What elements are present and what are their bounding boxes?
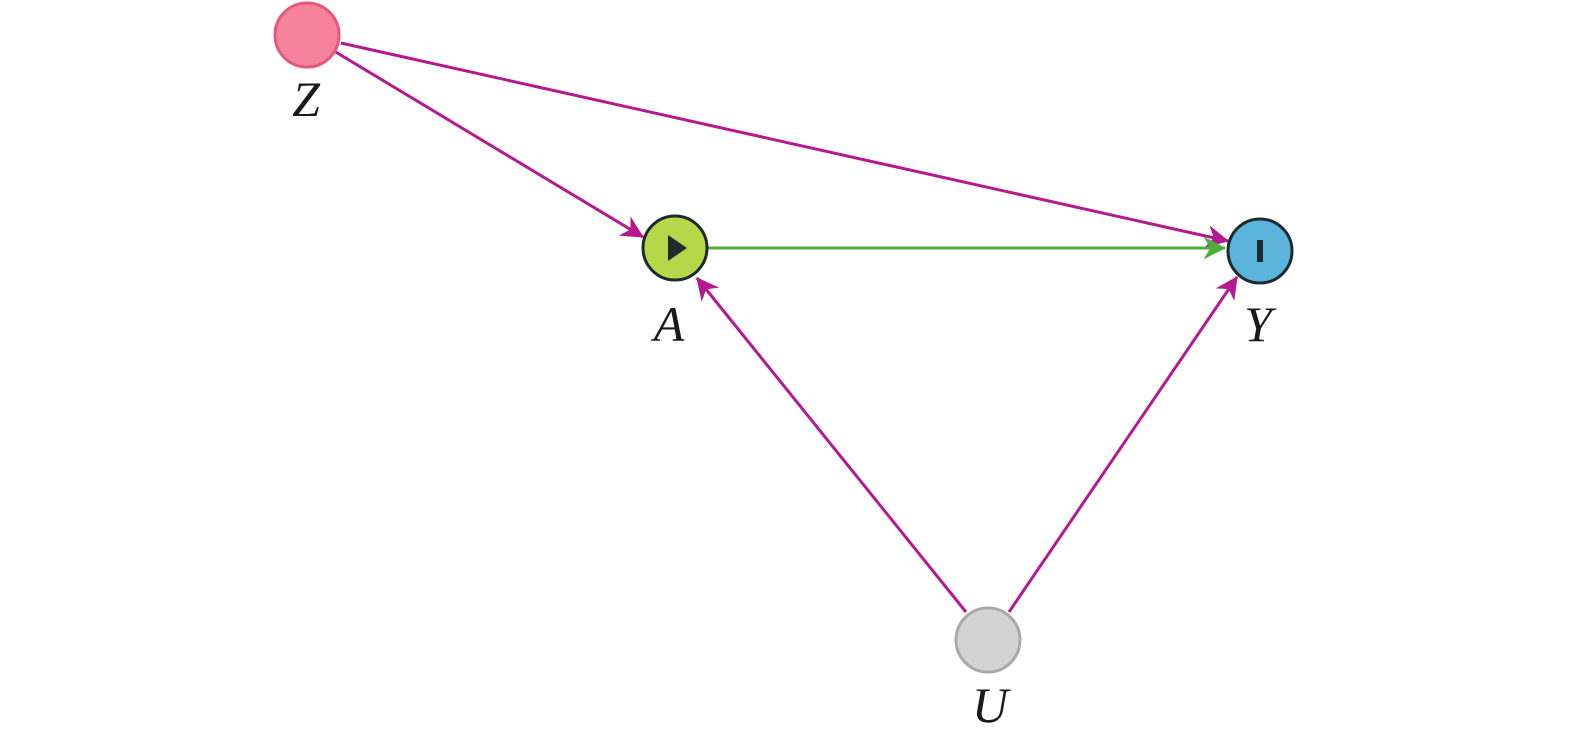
nodes-layer: Z A Y U <box>273 1 1294 733</box>
node-z-label: Z <box>292 71 321 127</box>
node-u-label: U <box>972 677 1011 733</box>
edge-u-to-y <box>1007 276 1239 613</box>
edge-u-to-a <box>695 277 968 613</box>
node-z[interactable]: Z <box>273 1 341 127</box>
edges-layer <box>333 41 1239 613</box>
node-y[interactable]: Y <box>1226 217 1294 352</box>
edge-z-to-y <box>340 41 1230 248</box>
node-a[interactable]: A <box>641 214 709 352</box>
node-u[interactable]: U <box>954 606 1022 733</box>
node-y-label: Y <box>1244 296 1277 352</box>
node-u-circle <box>954 606 1022 674</box>
bar-icon <box>1257 240 1263 262</box>
node-z-circle <box>273 1 341 69</box>
edge-z-to-a <box>333 49 644 239</box>
node-a-label: A <box>651 296 685 352</box>
play-icon <box>668 235 687 261</box>
